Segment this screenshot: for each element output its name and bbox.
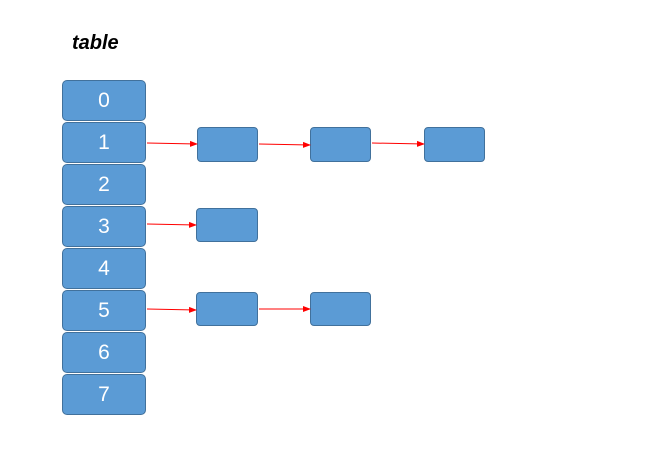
table-slot-6: 6 [62,332,146,373]
arrow-slot1-to-node1 [146,140,198,147]
diagram-title: table [72,32,119,54]
table-slot-7: 7 [62,374,146,415]
table-slot-2: 2 [62,164,146,205]
arrow-node2-to-node3 [371,140,425,147]
table-slot-3: 3 [62,206,146,247]
table-slot-5: 5 [62,290,146,331]
chain-1-node-2 [310,127,371,162]
chain-5-node-1 [196,292,258,326]
chain-1-node-3 [424,127,485,162]
arrow-slot3-to-node1 [146,221,197,228]
table-slot-1: 1 [62,122,146,163]
arrow-node1-to-node2 [258,141,311,148]
table-slot-4: 4 [62,248,146,289]
arrow-slot5-to-node1 [146,306,197,313]
table-slot-0: 0 [62,80,146,121]
chain-1-node-1 [197,127,258,162]
